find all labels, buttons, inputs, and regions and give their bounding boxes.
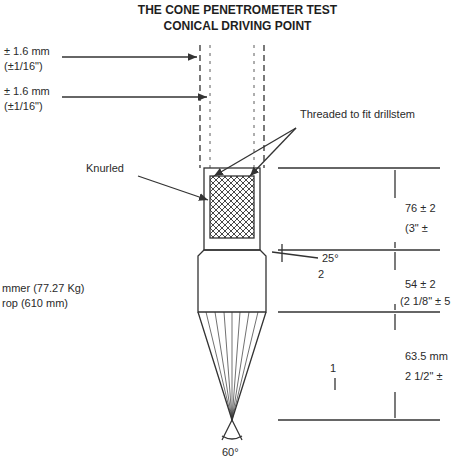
dimension-inch: (2 1/8" ± 5 (400, 295, 450, 308)
tolerance: ± 1.6 mm (4, 85, 50, 98)
knurl-label: Knurled (86, 162, 124, 175)
dimension: 63.5 mm (405, 350, 448, 363)
tolerance: ± 1.6 mm (4, 45, 50, 58)
drop-note: rop (610 mm) (2, 297, 68, 310)
angle-label: 25° (322, 252, 339, 265)
dimension-inch: (3" ± (405, 222, 428, 235)
tolerance-inch: (±1/16") (4, 100, 43, 113)
tolerance-inch: (±1/16") (4, 60, 43, 73)
dimension-inch: 2 1/2" ± (405, 370, 442, 383)
angle-label: 60° (222, 446, 239, 459)
dimension: 54 ± 2 (405, 278, 436, 291)
callout-number: 1 (330, 362, 336, 375)
diagram-title: THE CONE PENETROMETER TEST CONICAL DRIVI… (130, 3, 345, 34)
callout-number: 2 (318, 268, 324, 281)
dimension: 76 ± 2 (405, 202, 436, 215)
thread-note: Threaded to fit drillstem (300, 108, 420, 121)
hammer-note: mmer (77.27 Kg) (2, 282, 85, 295)
